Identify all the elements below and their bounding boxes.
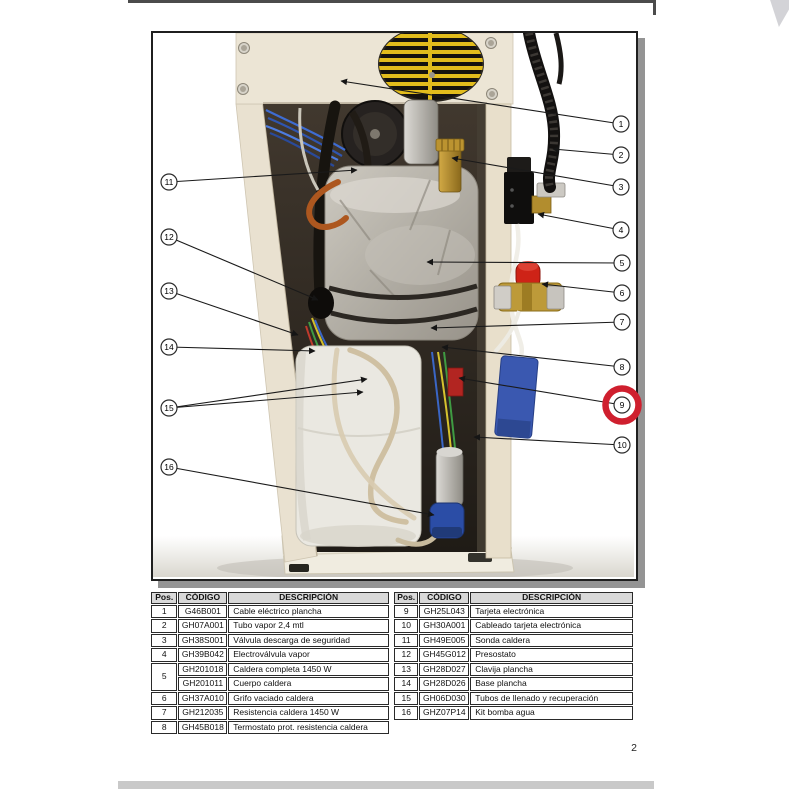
code-cell: GH28D027: [419, 662, 470, 676]
pos-cell: 10: [394, 619, 419, 633]
pos-cell: 8: [151, 720, 178, 734]
code-cell: GH25L043: [419, 604, 470, 618]
desc-cell: Grifo vaciado caldera: [228, 691, 389, 705]
pos-header: Pos.: [151, 592, 178, 604]
desc-cell: Cuerpo caldera: [228, 677, 389, 691]
header-row: Pos. CÓDIGO DESCRIPCIÓN: [394, 592, 633, 604]
corner-fragment: [770, 0, 789, 27]
desc-cell: Base plancha: [470, 677, 633, 691]
desc-cell: Caldera completa 1450 W: [228, 662, 389, 676]
exploded-view-photo-frame: [151, 31, 638, 581]
desc-cell: Presostato: [470, 648, 633, 662]
desc-cell: Clavija plancha: [470, 662, 633, 676]
pos-cell: 14: [394, 677, 419, 691]
pos-cell: 12: [394, 648, 419, 662]
code-header: CÓDIGO: [419, 592, 470, 604]
pos-cell: 15: [394, 691, 419, 705]
desc-cell: Termostato prot. resistencia caldera: [228, 720, 389, 734]
pos-cell: 6: [151, 691, 178, 705]
desc-cell: Kit bomba agua: [470, 706, 633, 720]
pos-cell: 13: [394, 662, 419, 676]
code-cell: GH30A001: [419, 619, 470, 633]
pos-cell: 2: [151, 619, 178, 633]
code-cell: GH37A010: [178, 691, 228, 705]
desc-cell: Cable eléctrico plancha: [228, 604, 389, 618]
code-cell: GH39B042: [178, 648, 228, 662]
code-cell: GH49E005: [419, 633, 470, 647]
desc-cell: Tubos de llenado y recuperación: [470, 691, 633, 705]
top-rule: [128, 0, 656, 3]
desc-cell: Electroválvula vapor: [228, 648, 389, 662]
desc-cell: Tarjeta electrónica: [470, 604, 633, 618]
desc-cell: Válvula descarga de seguridad: [228, 633, 389, 647]
pos-cell: 9: [394, 604, 419, 618]
code-cell: GHZ07P14: [419, 706, 470, 720]
pos-cell: 11: [394, 633, 419, 647]
desc-cell: Sonda caldera: [470, 633, 633, 647]
desc-header: DESCRIPCIÓN: [470, 592, 633, 604]
top-rule-corner: [653, 0, 656, 15]
bottom-page-band: [118, 781, 654, 789]
code-cell: GH45G012: [419, 648, 470, 662]
pos-cell: 7: [151, 706, 178, 720]
page-number: 2: [631, 742, 637, 754]
desc-cell: Tubo vapor 2,4 mtl: [228, 619, 389, 633]
pos-cell-merged: 5: [151, 662, 178, 691]
desc-cell: Cableado tarjeta electrónica: [470, 619, 633, 633]
header-row: Pos. CÓDIGO DESCRIPCIÓN: [151, 592, 389, 604]
code-cell: GH38S001: [178, 633, 228, 647]
code-cell: GH212035: [178, 706, 228, 720]
pos-cell: 1: [151, 604, 178, 618]
code-cell: GH06D030: [419, 691, 470, 705]
code-cell: GH201011: [178, 677, 228, 691]
code-cell: GH45B018: [178, 720, 228, 734]
code-cell: GH201018: [178, 662, 228, 676]
desc-header: DESCRIPCIÓN: [228, 592, 389, 604]
desc-cell: Resistencia caldera 1450 W: [228, 706, 389, 720]
code-cell: GH07A001: [178, 619, 228, 633]
pos-cell: 4: [151, 648, 178, 662]
code-cell: G46B001: [178, 604, 228, 618]
pos-header: Pos.: [394, 592, 419, 604]
pos-cell: 16: [394, 706, 419, 720]
pos-cell: 3: [151, 633, 178, 647]
code-header: CÓDIGO: [178, 592, 228, 604]
code-cell: GH28D026: [419, 677, 470, 691]
